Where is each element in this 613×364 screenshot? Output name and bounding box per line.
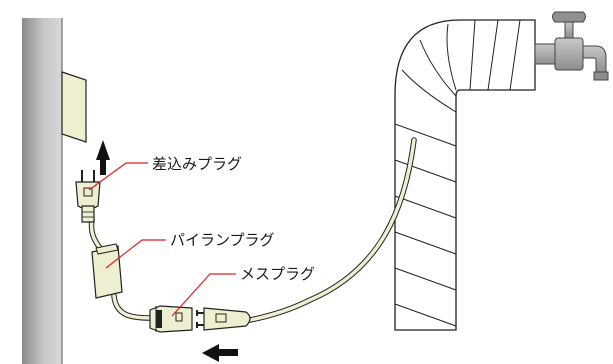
male-plug [196, 307, 251, 331]
faucet-icon [534, 11, 609, 81]
outlet-box [61, 71, 87, 143]
wall [22, 18, 62, 364]
label-mesu-plug: メスプラグ [240, 265, 316, 283]
label-pairan-plug: パイランプラグ [170, 231, 275, 249]
sashikomi-plug [75, 170, 101, 223]
female-plug [149, 305, 193, 333]
up-arrow-icon [96, 140, 110, 175]
callout-lines [88, 162, 236, 317]
wrapped-pipe [394, 19, 536, 331]
left-arrow-icon [202, 344, 238, 362]
pairan-plug [91, 243, 123, 299]
label-sashikomi-plug: 差込みプラグ [152, 155, 243, 173]
